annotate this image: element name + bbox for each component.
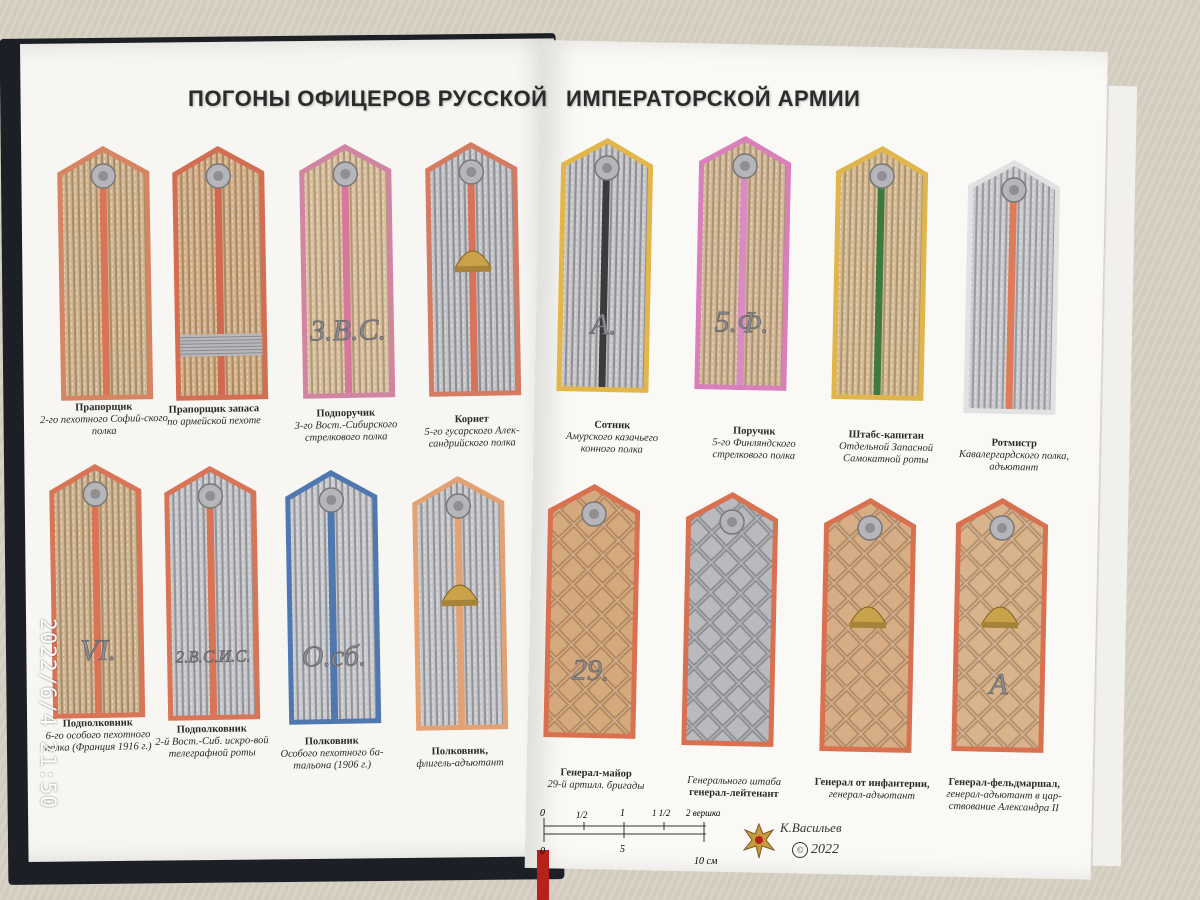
- shoulder-board: 3.В.С.: [295, 139, 400, 403]
- artist-signature: К.Васильев: [780, 820, 842, 835]
- board-cipher: 2.В.С.И.С.: [175, 646, 250, 666]
- board-unit: генерал-адъютант в цар-ствование Алексан…: [946, 788, 1062, 815]
- page-title-left: ПОГОНЫ ОФИЦЕРОВ РУССКОЙ: [188, 86, 548, 111]
- board-unit: Кавалергардского полка, адъютант: [958, 448, 1070, 474]
- shoulder-board: [53, 141, 158, 405]
- shoulder-board: [168, 141, 273, 405]
- shoulder-board: [421, 137, 526, 401]
- eagle-logo-icon: [742, 822, 776, 859]
- shoulder-board: 5.Ф.: [690, 131, 795, 395]
- bookmark-ribbon: [537, 850, 549, 900]
- shoulder-board: А: [947, 493, 1052, 757]
- board-cipher: А: [987, 668, 1009, 701]
- shoulder-board: [677, 487, 782, 751]
- scale-top-1half: 1 1/2: [652, 808, 671, 818]
- board-unit: Особого пехотного ба-тальона (1906 г.): [280, 747, 384, 772]
- board-caption: Генерал-фельдмаршал,генерал-адъютант в ц…: [940, 777, 1069, 816]
- shoulder-board: [827, 141, 932, 405]
- board-cipher: А.: [588, 308, 617, 342]
- board-cipher: VI.: [80, 634, 116, 668]
- board-unit: 2-й Вост.-Сиб. искро-вой телеграфной рот…: [155, 735, 269, 760]
- board-unit: 5-го гусарского Алек-сандрийского полка: [424, 425, 520, 450]
- board-unit: по армейской пехоте: [167, 415, 262, 428]
- shoulder-board: [815, 493, 920, 757]
- shoulder-board: А.: [552, 133, 657, 397]
- copyright-year-text: 2022: [811, 842, 839, 858]
- copyright-icon: ©: [792, 842, 808, 858]
- board-unit: 5-го Финляндского стрелкового полка: [712, 437, 796, 462]
- board-unit: 3-го Вост.-Сибирского стрелкового полка: [294, 419, 398, 444]
- board-cipher: 3.В.С.: [309, 313, 386, 347]
- board-cipher: 5.Ф.: [714, 305, 769, 339]
- shoulder-board: [408, 471, 513, 735]
- shoulder-board: О.сб.: [281, 465, 386, 729]
- scale-top-half: 1/2: [576, 810, 588, 820]
- board-unit: Амурского казачьего конного полка: [565, 431, 659, 456]
- scale-bottom-5: 5: [620, 844, 625, 855]
- board-cipher: 29.: [572, 654, 610, 688]
- board-unit: флигель-адъютант: [416, 757, 504, 770]
- shoulder-board: VI.: [45, 459, 150, 723]
- shoulder-board: 2.В.С.И.С.: [160, 461, 265, 725]
- scale-bottom-10: 10 см: [694, 856, 718, 867]
- scale-top-0: 0: [540, 808, 545, 819]
- copyright-year: ©2022: [792, 842, 839, 858]
- shoulder-board: 29.: [539, 479, 644, 743]
- measurement-scale: 0 1/2 1 1 1/2 2 вершка 0 5 10 см: [540, 808, 721, 867]
- board-caption: Генерал от инфантерии,генерал-адъютант: [808, 777, 936, 804]
- photo-timestamp: 2022/6/4 21:50: [36, 618, 60, 810]
- scale-top-1: 1: [620, 808, 625, 819]
- scale-bottom-0: 0: [540, 846, 545, 857]
- scale-top-2: 2 вершка: [686, 808, 721, 818]
- board-unit: Отдельной Запасной Самокатной роты: [838, 441, 934, 466]
- shoulder-board: [959, 155, 1064, 419]
- board-cipher: О.сб.: [301, 639, 366, 673]
- page-title-right: ИМПЕРАТОРСКОЙ АРМИИ: [566, 86, 861, 111]
- board-caption: Полковник,флигель-адъютант: [396, 745, 524, 771]
